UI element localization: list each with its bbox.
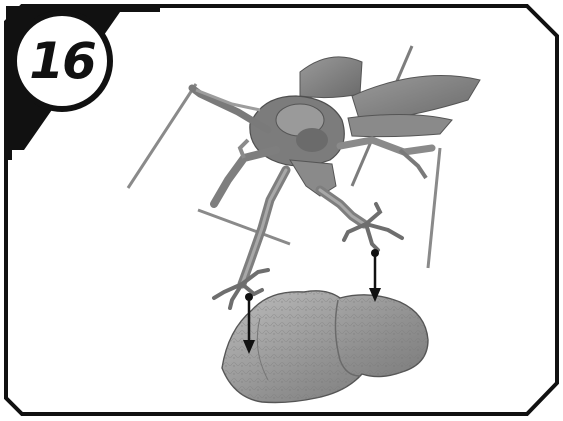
rock-base xyxy=(222,291,428,403)
step-number: 16 xyxy=(18,26,106,96)
insect-model xyxy=(128,46,480,308)
